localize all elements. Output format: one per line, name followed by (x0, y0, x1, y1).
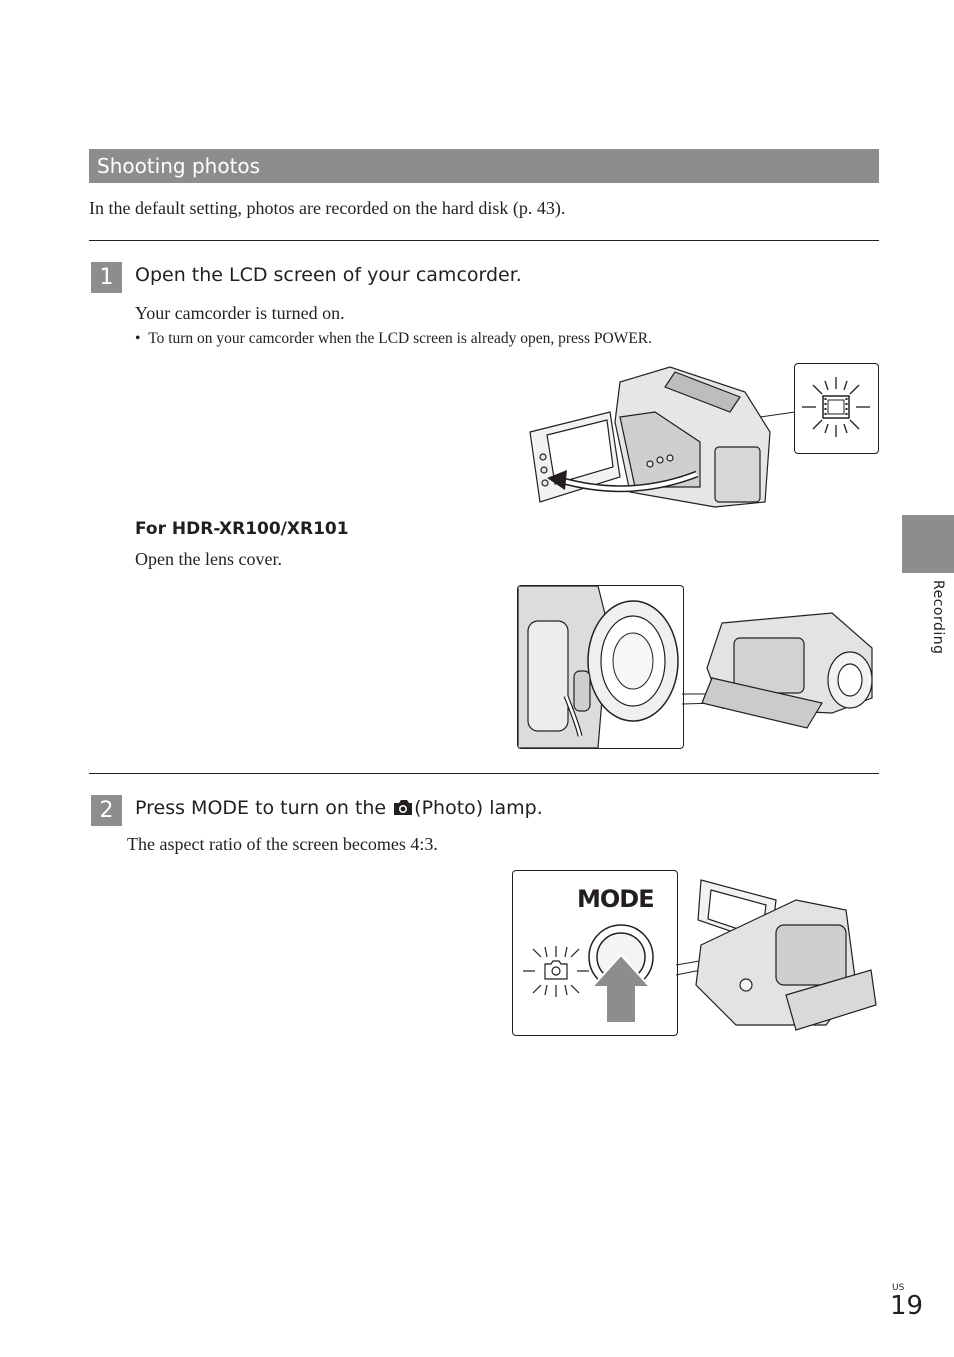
step-1-body: Your camcorder is turned on. (135, 303, 345, 323)
step-1-badge: 1 (91, 262, 122, 293)
model-heading: For HDR-XR100/XR101 (135, 519, 349, 539)
mode-label: MODE (577, 885, 655, 913)
step-2-title-after: (Photo) lamp. (414, 797, 543, 819)
camcorder-side-illustration (675, 879, 877, 1031)
page-number: 19 (890, 1291, 924, 1321)
page-region: US (892, 1283, 905, 1293)
divider (89, 773, 879, 774)
step-2-badge: 2 (91, 795, 122, 826)
bullet-dot: • (135, 330, 149, 347)
lens-closeup-illustration (518, 586, 679, 748)
up-arrow-icon (589, 953, 653, 1024)
divider (89, 240, 879, 241)
intro-text: In the default setting, photos are recor… (89, 198, 566, 218)
mode-callout: MODE (512, 870, 678, 1036)
model-body: Open the lens cover. (135, 549, 282, 569)
camcorder-front-illustration (681, 612, 873, 729)
photo-lamp-icon (523, 946, 589, 997)
step-2-body: The aspect ratio of the screen becomes 4… (127, 834, 438, 854)
step-1-title: Open the LCD screen of your camcorder. (135, 264, 522, 286)
camera-icon (394, 800, 413, 815)
chapter-label: Recording (930, 580, 946, 655)
bullet-text: To turn on your camcorder when the LCD s… (148, 330, 652, 347)
section-title: Shooting photos (89, 149, 879, 183)
step-2-title-before: Press MODE to turn on the (135, 797, 393, 819)
camcorder-lcd-illustration (529, 366, 796, 508)
step-2-title: Press MODE to turn on the (Photo) lamp. (135, 797, 543, 819)
mode-button-illustration (523, 924, 654, 1024)
step-1-bullet: • To turn on your camcorder when the LCD… (135, 330, 652, 348)
lens-closeup-frame (517, 585, 684, 749)
movie-lamp-icon (802, 377, 870, 437)
chapter-tab (902, 515, 954, 573)
